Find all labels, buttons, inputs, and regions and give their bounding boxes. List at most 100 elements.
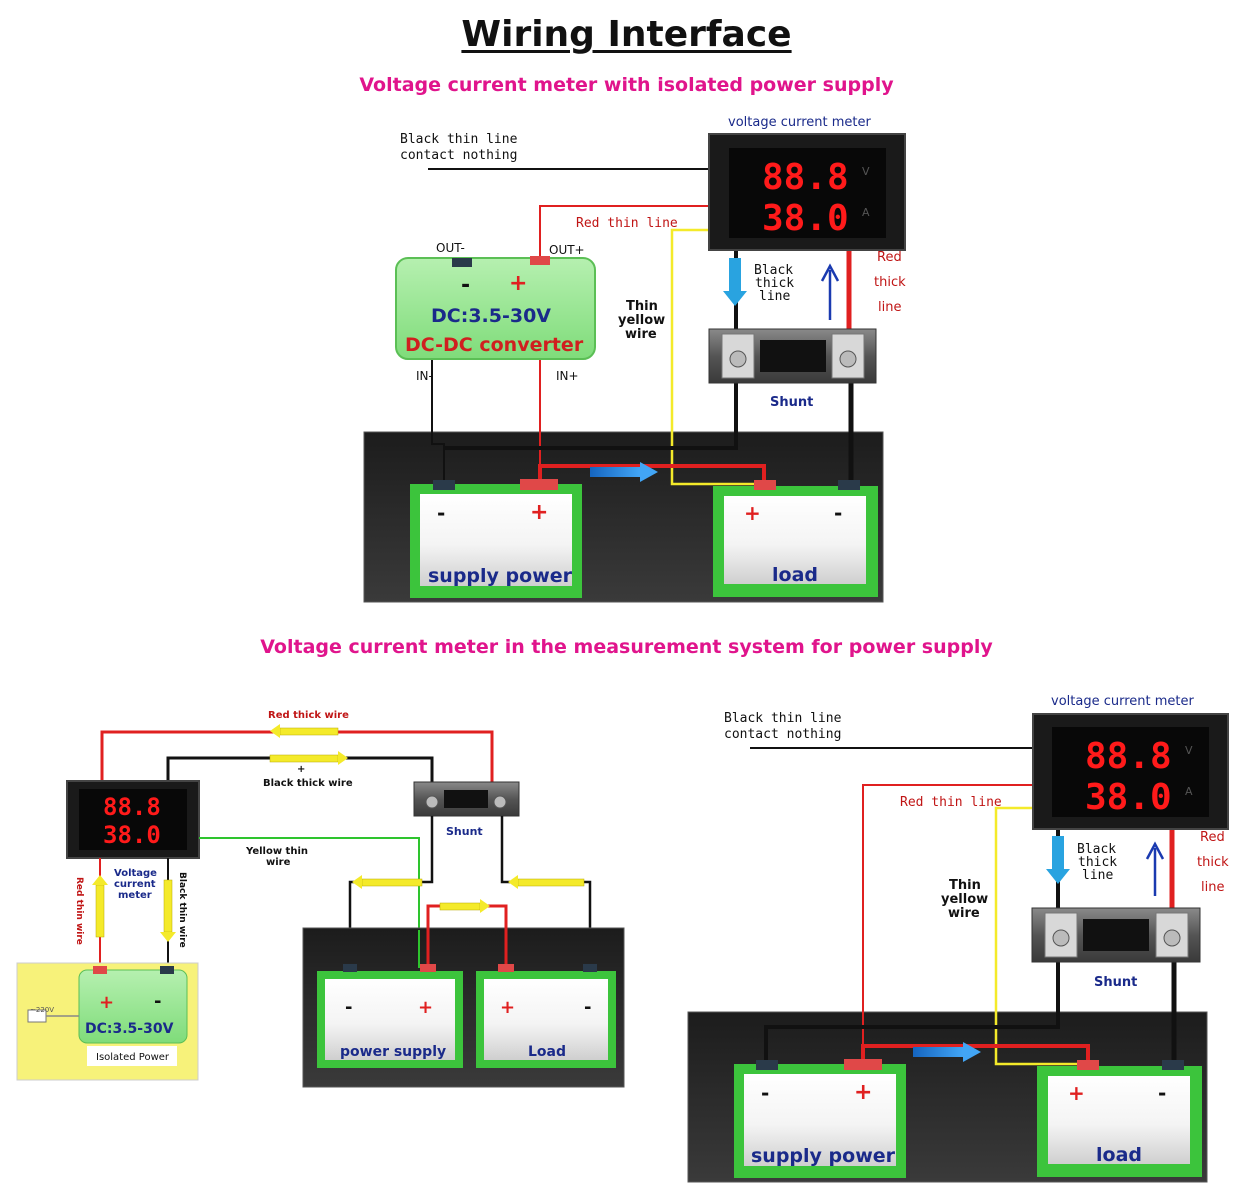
red-thick-wire-1 — [538, 464, 766, 484]
converter-in-minus-wire — [431, 360, 445, 482]
black-thin-line-label-3: Black thin line — [724, 711, 842, 726]
unit-a-1: A — [862, 206, 870, 219]
shunt-1 — [708, 328, 877, 384]
subtitle-measurement: Voltage current meter in the measurement… — [260, 636, 993, 658]
page-title: Wiring Interface — [0, 14, 1253, 55]
supply-minus-mark-3: - — [761, 1081, 769, 1105]
red-thin-line-label: Red thin line — [576, 216, 678, 231]
thin-yellow-label-1a: Thin — [626, 299, 658, 314]
iso-minus-mark: - — [154, 991, 161, 1012]
black-thick-label-3a: Black — [1077, 842, 1116, 857]
supply-minus-mark-1: - — [437, 501, 445, 525]
supply-plus-mark-1: + — [530, 500, 548, 525]
black-thin-wire-label: Black thin wire — [177, 872, 187, 948]
load-battery-1: + - load — [713, 480, 878, 597]
thin-yellow-label-1c: wire — [625, 327, 657, 342]
shunt-3 — [1031, 907, 1201, 963]
plus-mark-small: + — [297, 764, 305, 775]
isolated-power-label: Isolated Power — [96, 1052, 170, 1063]
shunt-label-2: Shunt — [446, 825, 483, 838]
voltage-current-meter-1: 88.8 38.0 V A — [708, 133, 906, 251]
left-arrow-icon — [270, 724, 339, 738]
unit-v-3: V — [1185, 744, 1193, 757]
red-thick-label-3c: line — [1201, 880, 1224, 895]
supply-power-battery-3: - + supply power — [734, 1059, 906, 1178]
right-arrow-icon — [269, 751, 348, 765]
right-arrow-icon — [439, 899, 490, 913]
shunt-2 — [413, 781, 520, 817]
yellow-thin-wire-2 — [199, 837, 420, 968]
iso-plus-mark: + — [99, 992, 114, 1013]
display-voltage-3: 88.8 — [1085, 736, 1172, 777]
load-plus-mark-3: + — [1068, 1081, 1085, 1105]
black-thick-label-3c: line — [1082, 868, 1113, 883]
load-plus-mark-1: + — [744, 501, 761, 525]
red-thin-line-label-3: Red thin line — [900, 795, 1002, 810]
supply-power-label-3: supply power — [751, 1145, 896, 1167]
voltage-current-meter-3: 88.8 38.0 V A — [1032, 713, 1229, 830]
load-label-2: Load — [528, 1044, 566, 1060]
display-current-2: 38.0 — [103, 821, 161, 849]
black-thick-label-3b: thick — [1078, 855, 1117, 870]
load-minus-mark-1: - — [834, 501, 842, 525]
red-thin-wire — [539, 205, 710, 262]
converter-plus-mark: + — [509, 271, 527, 296]
diagram-measurement-large: Black thin line contact nothing Red thin… — [687, 694, 1229, 1183]
black-thick-label-1b: thick — [755, 276, 794, 291]
voltage-current-meter-2: 88.8 38.0 — [66, 780, 200, 859]
black-thick-wire-label: Black thick wire — [263, 778, 353, 789]
yellow-thin-label-2b: wire — [266, 857, 291, 868]
current-flow-arrow-icon — [590, 462, 658, 482]
down-arrow-icon — [1046, 836, 1070, 884]
display-voltage-1: 88.8 — [762, 157, 849, 198]
yellow-thin-wire — [670, 228, 764, 486]
screw-icon — [729, 350, 747, 368]
shunt-label-3: Shunt — [1094, 975, 1137, 990]
out-plus-label: OUT+ — [549, 243, 585, 257]
load-minus-mark-3: - — [1158, 1081, 1166, 1105]
thin-yellow-label-3a: Thin — [949, 878, 981, 893]
up-arrow-icon — [92, 875, 108, 938]
current-flow-arrow-icon — [913, 1042, 981, 1062]
in-plus-label: IN+ — [556, 369, 579, 383]
down-arrow-icon — [723, 258, 747, 306]
red-thick-wire-3 — [861, 1044, 1090, 1064]
load-label-1: load — [772, 564, 818, 586]
red-thin-wire-3 — [862, 784, 1034, 1062]
screw-icon — [839, 350, 857, 368]
in-minus-label: IN- — [416, 369, 433, 383]
thin-yellow-label-3c: wire — [948, 906, 980, 921]
unit-v-1: V — [862, 165, 870, 178]
red-thick-label-3b: thick — [1197, 855, 1229, 870]
thin-yellow-label-3b: yellow — [941, 892, 988, 907]
left-arrow-icon — [508, 875, 585, 889]
black-thick-wire-3 — [764, 960, 1060, 1062]
mains-label: ~220V — [30, 1006, 54, 1014]
thin-yellow-label-1b: yellow — [618, 313, 665, 328]
meter-label-2c: meter — [118, 890, 152, 901]
red-thick-label-1a: Red — [877, 250, 902, 265]
plug-icon — [27, 1009, 79, 1023]
dc-dc-converter: - + DC:3.5-30V DC-DC converter — [395, 256, 596, 360]
load-plus-mark-2: + — [500, 997, 515, 1018]
up-arrow-icon — [1145, 841, 1165, 896]
contact-nothing-label-3: contact nothing — [724, 727, 841, 742]
red-thick-label-3a: Red — [1200, 830, 1225, 845]
isolated-power-module: + - DC:3.5-30V Isolated Power ~220V — [16, 962, 199, 1081]
ps-plus-mark: + — [418, 997, 433, 1018]
meter-label-1: voltage current meter — [728, 115, 871, 130]
black-thick-label-1a: Black — [754, 263, 793, 278]
screw-icon — [1052, 929, 1070, 947]
unit-a-3: A — [1185, 785, 1193, 798]
load-battery-3: + - load — [1037, 1060, 1202, 1177]
contact-nothing-label: contact nothing — [400, 148, 517, 163]
power-supply-battery-2: - + power supply — [317, 964, 463, 1068]
yellow-thin-wire-3 — [994, 806, 1088, 1066]
black-thick-wire-1 — [444, 382, 738, 450]
display-current-3: 38.0 — [1085, 777, 1172, 818]
load-minus-mark-2: - — [584, 997, 591, 1018]
screw-icon — [493, 795, 507, 809]
converter-voltage-label: DC:3.5-30V — [431, 305, 551, 327]
